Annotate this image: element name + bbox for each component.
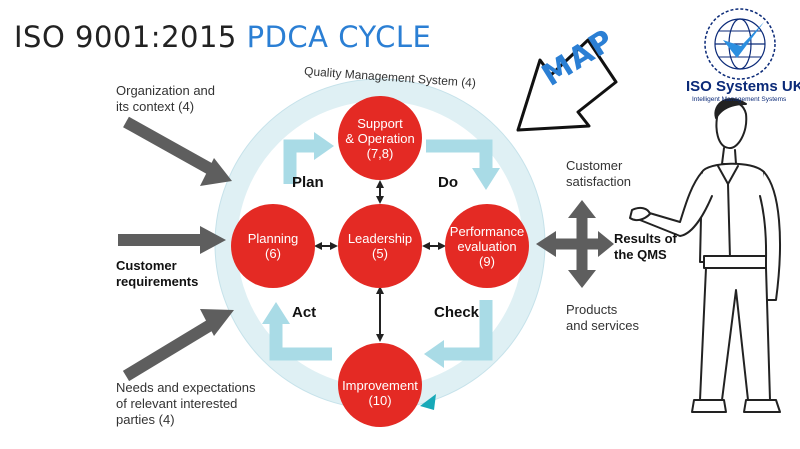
node-support-label: Support & Operation (7,8) [345, 116, 415, 161]
title-part1: ISO 9001:2015 [14, 20, 237, 54]
input-organization-label: Organization and its context (4) [116, 83, 216, 114]
input-arrow-needs [122, 309, 234, 382]
output-products-label: Products and services [566, 302, 639, 333]
node-improvement-label: Improvement (10) [342, 378, 418, 408]
phase-check-label: Check [434, 304, 480, 321]
node-improvement [338, 343, 422, 427]
input-customer-requirements-label: Customer requirements [116, 258, 199, 289]
output-results-label: Results of the QMS [614, 231, 677, 262]
node-support [338, 96, 422, 180]
input-arrow-customer [118, 226, 226, 254]
node-performance-label: Performance evaluation (9) [449, 224, 525, 269]
cycle-arrow-act [262, 302, 332, 361]
input-arrow-organization [123, 116, 232, 186]
phase-act-label: Act [292, 304, 317, 321]
logo-title: ISO Systems UK [686, 78, 800, 95]
output-customer-satisfaction-label: Customer satisfaction [566, 158, 632, 189]
node-leadership-label: Leadership (5) [347, 231, 413, 261]
checkmark-icon [723, 22, 764, 58]
phase-plan-label: Plan [292, 174, 324, 191]
phase-do-label: Do [438, 174, 458, 191]
cycle-arrow-check [424, 300, 493, 368]
cycle-arrow-do [426, 139, 500, 190]
node-planning-label: Planning (6) [247, 231, 299, 261]
cycle-arrow-plan [283, 132, 334, 184]
map-arrow [516, 38, 618, 132]
logo-subtitle: Intelligent Management Systems [692, 96, 787, 103]
node-performance [445, 204, 529, 288]
input-needs-label: Needs and expectations of relevant inter… [116, 380, 256, 427]
presenter-figure [629, 98, 781, 413]
node-planning [231, 204, 315, 288]
node-leadership [338, 204, 422, 288]
ring-teal-pointer [420, 394, 436, 410]
title-part2: PDCA CYCLE [246, 20, 432, 54]
page-title: ISO 9001:2015 PDCA CYCLE [14, 20, 431, 54]
output-arrows [536, 200, 614, 288]
logo-badge [704, 8, 776, 80]
